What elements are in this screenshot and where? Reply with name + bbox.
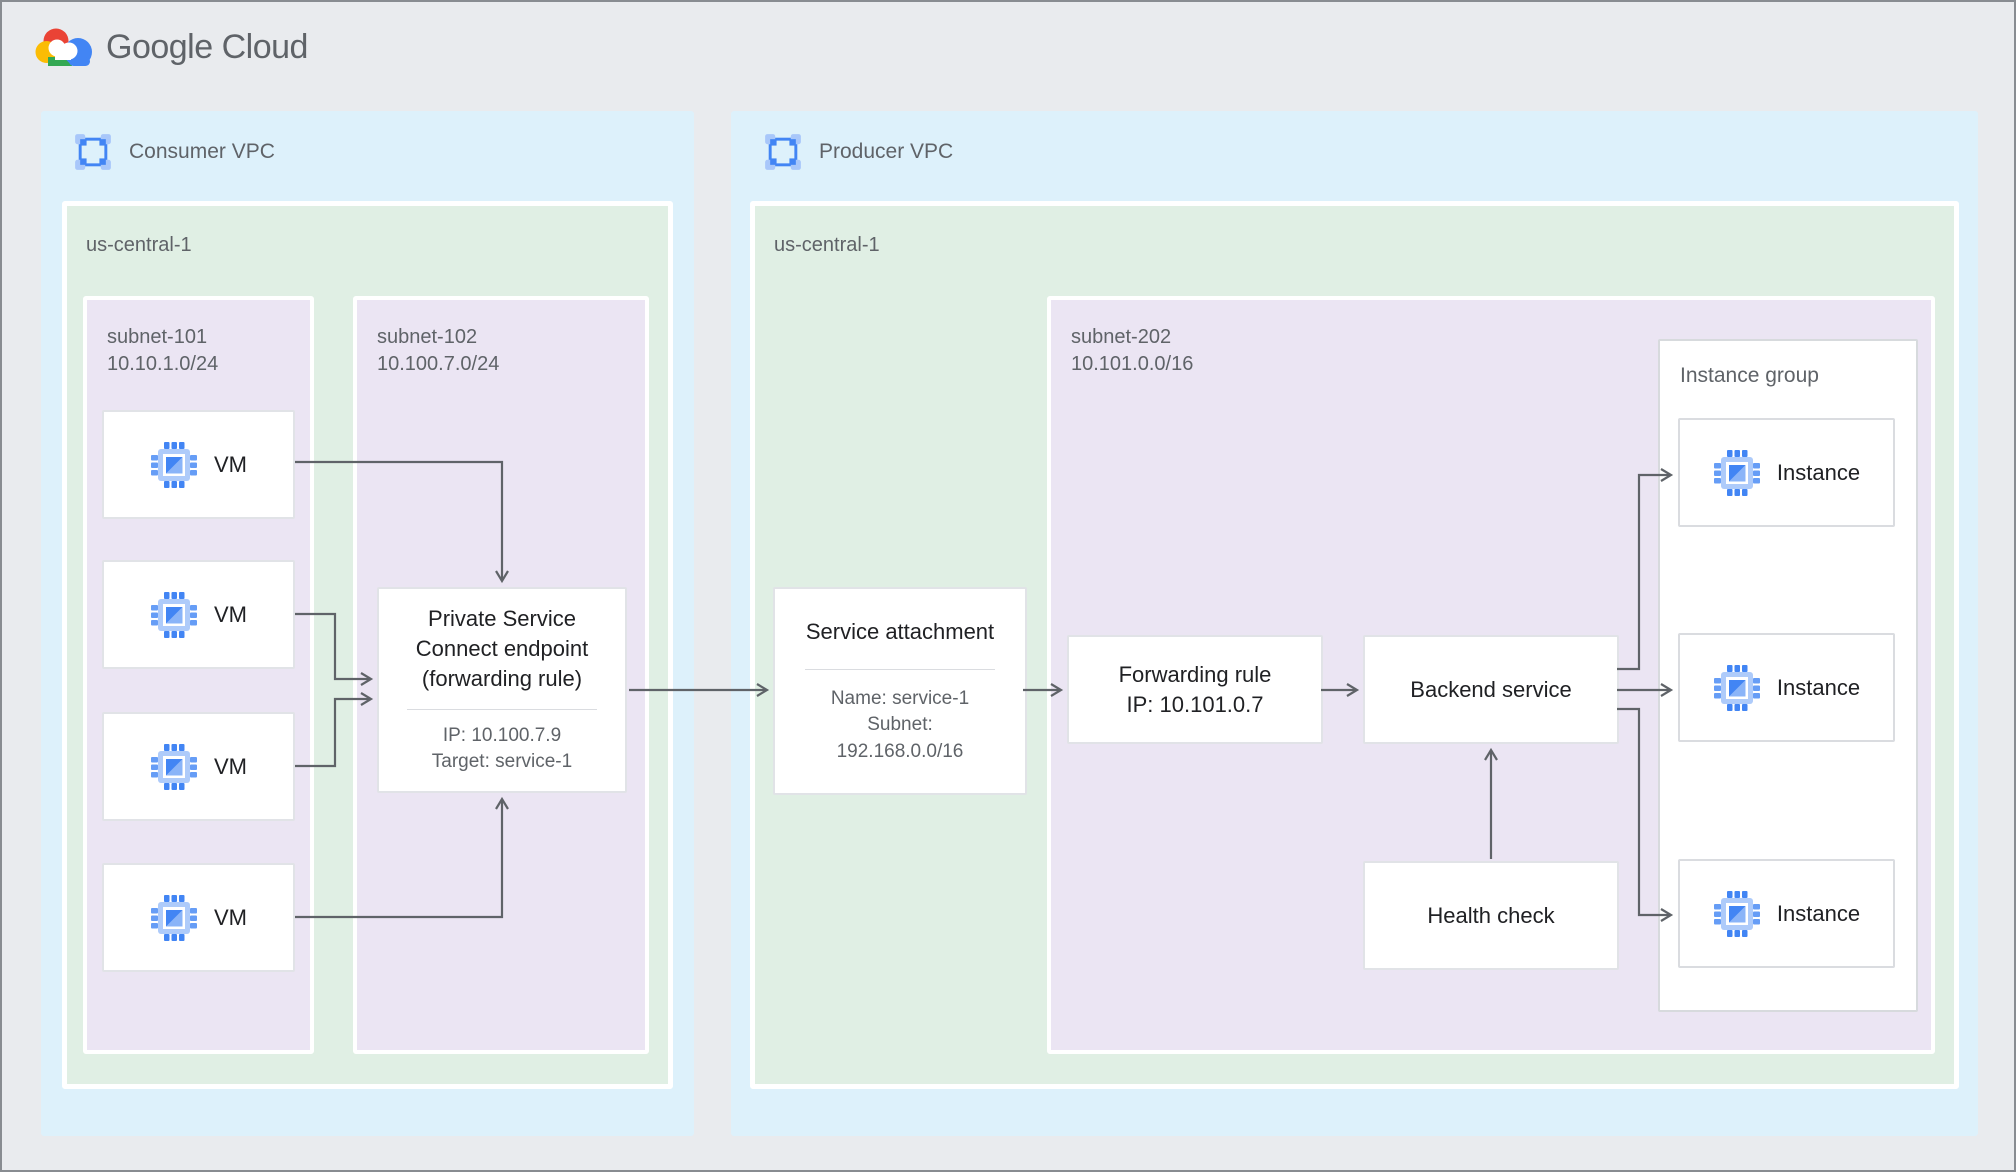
subnet-202-label: subnet-202 10.101.0.0/16 [1071, 326, 1194, 375]
service-attachment-box: Service attachment Name: service-1 Subne… [773, 587, 1027, 795]
compute-instance-icon [1713, 664, 1760, 711]
vm-label: VM [214, 451, 247, 477]
compute-vm-icon [151, 743, 197, 790]
vm-label: VM [214, 753, 247, 779]
compute-vm-icon [151, 591, 197, 638]
compute-vm-icon [151, 441, 197, 488]
instance-label: Instance [1776, 459, 1861, 485]
service-attachment-name: Name: service-1 [830, 688, 970, 710]
instance-label: Instance [1776, 900, 1861, 926]
vm-box-4: VM [102, 863, 295, 972]
subnet-102-label: subnet-102 10.100.7.0/24 [377, 326, 500, 375]
producer-region: us-central-1 Service attachment Name: se… [750, 201, 1959, 1089]
divider [407, 709, 597, 711]
instance-box-3: Instance [1678, 859, 1895, 968]
consumer-vpc-container: Consumer VPC us-central-1 subnet-101 10.… [41, 111, 694, 1136]
consumer-vpc-label: Consumer VPC [129, 140, 275, 163]
vm-label: VM [214, 904, 247, 930]
subnet-101: subnet-101 10.10.1.0/24 VM VM VM V [83, 296, 314, 1054]
service-attachment-title: Service attachment [805, 619, 995, 645]
health-check-box: Health check [1363, 861, 1619, 970]
psc-endpoint-ip: IP: 10.100.7.9 [442, 725, 562, 747]
consumer-region: us-central-1 subnet-101 10.10.1.0/24 VM … [62, 201, 673, 1089]
producer-vpc-container: Producer VPC us-central-1 Service attach… [731, 111, 1978, 1136]
logo-text: Google Cloud [106, 27, 308, 66]
vm-box-3: VM [102, 712, 295, 821]
compute-instance-icon [1713, 890, 1760, 937]
subnet-202: subnet-202 10.101.0.0/16 Forwarding rule… [1047, 296, 1935, 1054]
producer-vpc-header: Producer VPC [761, 130, 953, 174]
health-check-title: Health check [1427, 902, 1555, 928]
psc-endpoint-title: Private Service Connect endpoint (forwar… [415, 606, 589, 692]
vm-label: VM [214, 601, 247, 627]
psc-endpoint-target: Target: service-1 [431, 751, 573, 773]
instance-box-2: Instance [1678, 633, 1895, 742]
google-cloud-icon [35, 28, 92, 66]
compute-instance-icon [1713, 449, 1760, 496]
subnet-101-label: subnet-101 10.10.1.0/24 [107, 326, 219, 375]
forwarding-rule-ip: IP: 10.101.0.7 [1126, 691, 1264, 717]
forwarding-rule-title: Forwarding rule [1118, 661, 1272, 687]
google-cloud-logo: Google Cloud [32, 22, 308, 72]
forwarding-rule-box: Forwarding rule IP: 10.101.0.7 [1067, 635, 1323, 744]
producer-region-label: us-central-1 [774, 234, 880, 256]
divider [805, 669, 995, 671]
consumer-region-label: us-central-1 [86, 234, 192, 256]
instance-label: Instance [1776, 674, 1861, 700]
vpc-icon [763, 132, 803, 172]
backend-service-box: Backend service [1363, 635, 1619, 744]
backend-service-title: Backend service [1410, 676, 1572, 702]
psc-endpoint-box: Private Service Connect endpoint (forwar… [377, 587, 627, 793]
vm-box-1: VM [102, 410, 295, 519]
vpc-icon [73, 132, 113, 172]
service-attachment-subnet-label: Subnet: [867, 714, 933, 736]
service-attachment-subnet-cidr: 192.168.0.0/16 [836, 740, 964, 762]
compute-vm-icon [151, 894, 197, 941]
producer-vpc-label: Producer VPC [819, 140, 954, 163]
subnet-102: subnet-102 10.100.7.0/24 Private Service… [353, 296, 649, 1054]
consumer-vpc-header: Consumer VPC [71, 130, 275, 174]
instance-group-label: Instance group [1680, 364, 1819, 387]
instance-box-1: Instance [1678, 418, 1895, 527]
instance-group: Instance group Instance Instance Instanc… [1658, 339, 1918, 1012]
vm-box-2: VM [102, 560, 295, 669]
